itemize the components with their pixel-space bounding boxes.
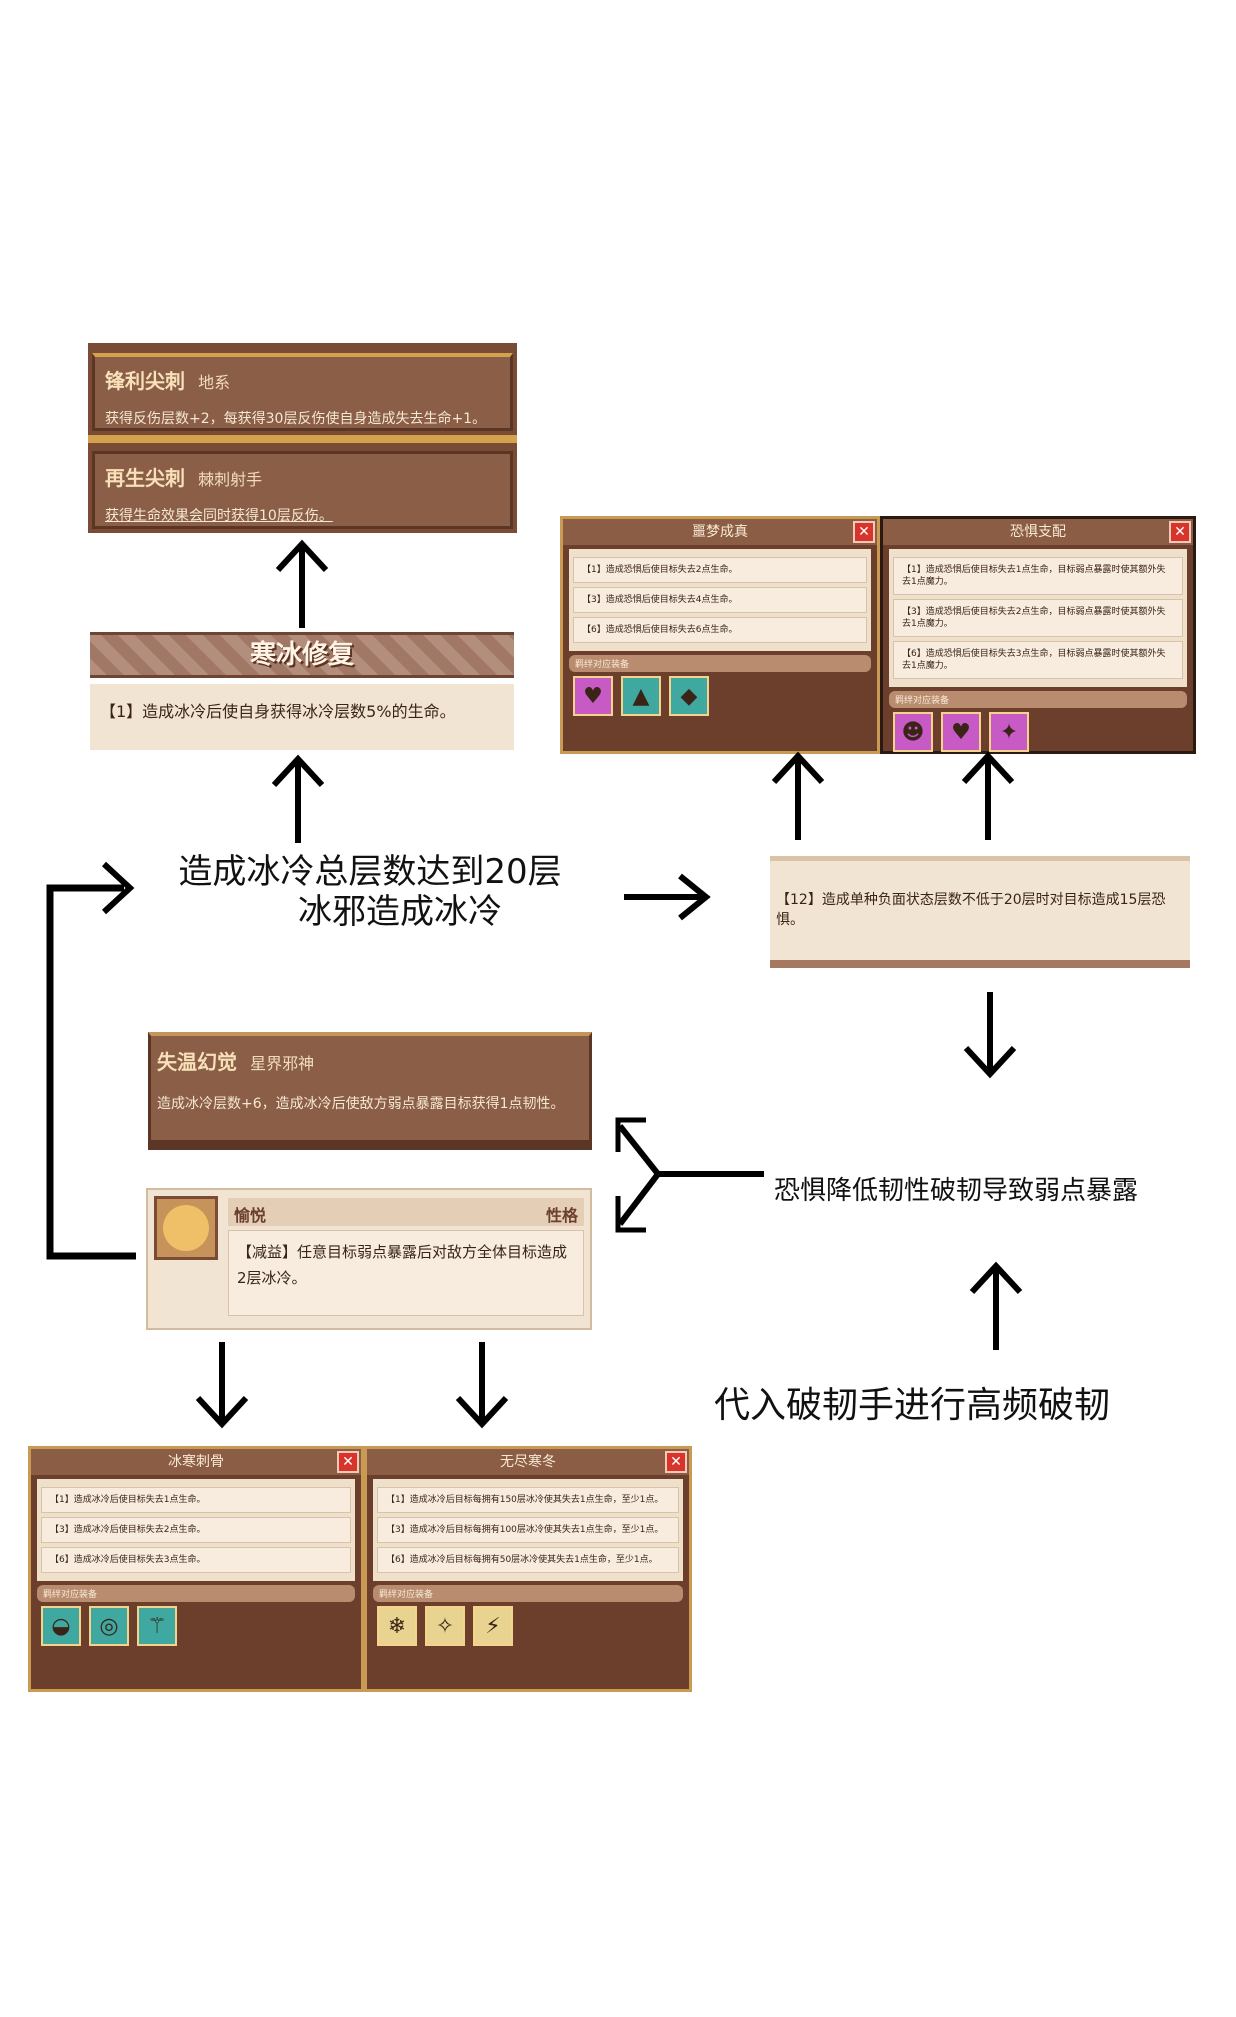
skill-desc: 获得生命效果会同时获得10层反伤。 <box>105 508 333 524</box>
banner-title: 寒冰修复 <box>249 640 354 670</box>
bond-line: 【3】造成恐惧后使目标失去4点生命。 <box>573 587 867 613</box>
down-arrow <box>960 990 1020 1084</box>
skill-tag: 棘刺射手 <box>198 470 263 489</box>
bond-line: 【1】造成冰冷后目标每拥有150层冰冷使其失去1点生命，至少1点。 <box>377 1487 679 1513</box>
equipment-label: 羁绊对应装备 <box>889 691 1187 708</box>
hanbing-desc-box: 【1】造成冰冷后使自身获得冰冷层数5%的生命。 <box>90 684 514 750</box>
up-arrow <box>958 751 1018 846</box>
window-title-bar: 噩梦成真 ✕ <box>563 519 877 545</box>
staff-icon[interactable]: ⚚ <box>137 1606 177 1646</box>
bond-line: 【6】造成冰冷后目标每拥有50层冰冷使其失去1点生命，至少1点。 <box>377 1547 679 1573</box>
flow-line-1: 造成冰冷总层数达到20层 <box>178 852 562 892</box>
divider <box>88 435 517 443</box>
hanbing-banner: 寒冰修复 <box>90 632 514 678</box>
window-title: 噩梦成真 <box>692 524 748 540</box>
endless-winter-window: 无尽寒冬 ✕ 【1】造成冰冷后目标每拥有150层冰冷使其失去1点生命，至少1点。… <box>364 1446 692 1692</box>
hanbing-desc: 【1】造成冰冷后使自身获得冰冷层数5%的生命。 <box>100 702 456 721</box>
face-icon[interactable]: ☻ <box>893 712 933 752</box>
heart-icon[interactable]: ♥ <box>573 676 613 716</box>
equipment-icons: ♥ ▲ ◆ <box>573 676 867 716</box>
breaker-text: 代入破韧手进行高频破韧 <box>714 1385 1111 1426</box>
up-arrow <box>268 754 328 849</box>
wand-icon[interactable]: ⚡ <box>473 1606 513 1646</box>
window-title: 恐惧支配 <box>1010 524 1066 540</box>
bond-line: 【6】造成恐惧后使目标失去3点生命，目标弱点暴露时使其额外失去1点魔力。 <box>893 641 1183 679</box>
nightmare-window: 噩梦成真 ✕ 【1】造成恐惧后使目标失去2点生命。 【3】造成恐惧后使目标失去4… <box>560 516 880 754</box>
fear12-desc: 【12】造成单种负面状态层数不低于20层时对目标造成15层恐惧。 <box>776 892 1166 928</box>
joy-icon <box>163 1205 209 1251</box>
up-arrow <box>966 1261 1026 1356</box>
yuyue-desc: 【减益】任意目标弱点暴露后对敌方全体目标造成2层冰冷。 <box>237 1243 568 1287</box>
window-title-bar: 冰寒刺骨 ✕ <box>31 1449 361 1475</box>
bat-icon[interactable]: ▲ <box>621 676 661 716</box>
heart-icon[interactable]: ♥ <box>941 712 981 752</box>
equipment-label: 羁绊对应装备 <box>373 1585 683 1602</box>
ice-bone-window: 冰寒刺骨 ✕ 【1】造成冰冷后使目标失去1点生命。 【3】造成冰冷后使目标失去2… <box>28 1446 364 1692</box>
hood-icon[interactable]: ◆ <box>669 676 709 716</box>
skill-name: 再生尖刺 <box>105 466 185 490</box>
bond-line: 【6】造成冰冷后使目标失去3点生命。 <box>41 1547 351 1573</box>
close-icon[interactable]: ✕ <box>853 521 875 543</box>
top-skill-panel: 锋利尖刺 地系 获得反伤层数+2，每获得30层反伤使自身造成失去生命+1。 再生… <box>88 343 517 533</box>
split-arrow <box>606 1112 766 1246</box>
equipment-label: 羁绊对应装备 <box>569 655 871 672</box>
flow-line-2: 冰邪造成冰冷 <box>298 892 502 932</box>
bond-line: 【3】造成冰冷后使目标失去2点生命。 <box>41 1517 351 1543</box>
skill-desc: 获得反伤层数+2，每获得30层反伤使自身造成失去生命+1。 <box>105 411 487 427</box>
bond-line: 【3】造成恐惧后使目标失去2点生命，目标弱点暴露时使其额外失去1点魔力。 <box>893 599 1183 637</box>
skill-tag: 地系 <box>198 373 231 392</box>
window-title: 无尽寒冬 <box>500 1454 556 1470</box>
yuyue-desc-box: 【减益】任意目标弱点暴露后对敌方全体目标造成2层冰冷。 <box>228 1230 584 1316</box>
helmet-icon[interactable]: ◒ <box>41 1606 81 1646</box>
close-icon[interactable]: ✕ <box>665 1451 687 1473</box>
skill-desc: 造成冰冷层数+6，造成冰冷后使敌方弱点暴露目标获得1点韧性。 <box>157 1096 565 1112</box>
fear-control-window: 恐惧支配 ✕ 【1】造成恐惧后使目标失去1点生命，目标弱点暴露时使其额外失去1点… <box>880 516 1196 754</box>
right-arrow <box>622 872 712 926</box>
bond-line: 【6】造成恐惧后使目标失去6点生命。 <box>573 617 867 643</box>
bond-line: 【1】造成恐惧后使目标失去1点生命，目标弱点暴露时使其额外失去1点魔力。 <box>893 557 1183 595</box>
bond-line: 【3】造成冰冷后目标每拥有100层冰冷使其失去1点生命，至少1点。 <box>377 1517 679 1543</box>
window-body: 【1】造成恐惧后使目标失去1点生命，目标弱点暴露时使其额外失去1点魔力。 【3】… <box>889 549 1187 687</box>
loop-arrow <box>44 858 144 1272</box>
close-icon[interactable]: ✕ <box>1169 521 1191 543</box>
yuyue-portrait <box>154 1196 218 1260</box>
down-arrow <box>452 1340 512 1434</box>
window-title-bar: 恐惧支配 ✕ <box>883 519 1193 545</box>
skill-tag: 星界邪神 <box>250 1054 315 1073</box>
bond-line: 【1】造成恐惧后使目标失去2点生命。 <box>573 557 867 583</box>
window-body: 【1】造成恐惧后使目标失去2点生命。 【3】造成恐惧后使目标失去4点生命。 【6… <box>569 549 871 651</box>
skill-card-1: 锋利尖刺 地系 获得反伤层数+2，每获得30层反伤使自身造成失去生命+1。 <box>92 353 513 431</box>
center-flow-text: 造成冰冷总层数达到20层 冰邪造成冰冷 <box>150 852 590 932</box>
skill-name: 锋利尖刺 <box>105 369 185 393</box>
yuyue-card: 愉悦 性格 【减益】任意目标弱点暴露后对敌方全体目标造成2层冰冷。 <box>146 1188 592 1330</box>
up-arrow <box>768 751 828 846</box>
skill-card-2: 再生尖刺 棘刺射手 获得生命效果会同时获得10层反伤。 <box>92 451 513 529</box>
gem-icon[interactable]: ✦ <box>989 712 1029 752</box>
window-body: 【1】造成冰冷后目标每拥有150层冰冷使其失去1点生命，至少1点。 【3】造成冰… <box>373 1479 683 1581</box>
equipment-label: 羁绊对应装备 <box>37 1585 355 1602</box>
yuyue-name: 愉悦 <box>234 1206 267 1225</box>
crystal-cluster-icon[interactable]: ✧ <box>425 1606 465 1646</box>
skill-name: 失温幻觉 <box>157 1050 237 1074</box>
down-arrow <box>192 1340 252 1434</box>
yuyue-header: 愉悦 性格 <box>228 1198 584 1226</box>
up-arrow <box>272 539 332 634</box>
fear-text: 恐惧降低韧性破韧导致弱点暴露 <box>774 1176 1139 1206</box>
window-body: 【1】造成冰冷后使目标失去1点生命。 【3】造成冰冷后使目标失去2点生命。 【6… <box>37 1479 355 1581</box>
amulet-icon[interactable]: ◎ <box>89 1606 129 1646</box>
crystal-icon[interactable]: ❄ <box>377 1606 417 1646</box>
shiwen-card: 失温幻觉 星界邪神 造成冰冷层数+6，造成冰冷后使敌方弱点暴露目标获得1点韧性。 <box>148 1032 592 1150</box>
equipment-icons: ◒ ◎ ⚚ <box>41 1606 351 1646</box>
equipment-icons: ☻ ♥ ✦ <box>893 712 1183 752</box>
fear12-panel: 【12】造成单种负面状态层数不低于20层时对目标造成15层恐惧。 <box>770 856 1190 968</box>
window-title: 冰寒刺骨 <box>168 1454 224 1470</box>
yuyue-type: 性格 <box>545 1206 578 1225</box>
equipment-icons: ❄ ✧ ⚡ <box>377 1606 679 1646</box>
close-icon[interactable]: ✕ <box>337 1451 359 1473</box>
bond-line: 【1】造成冰冷后使目标失去1点生命。 <box>41 1487 351 1513</box>
window-title-bar: 无尽寒冬 ✕ <box>367 1449 689 1475</box>
